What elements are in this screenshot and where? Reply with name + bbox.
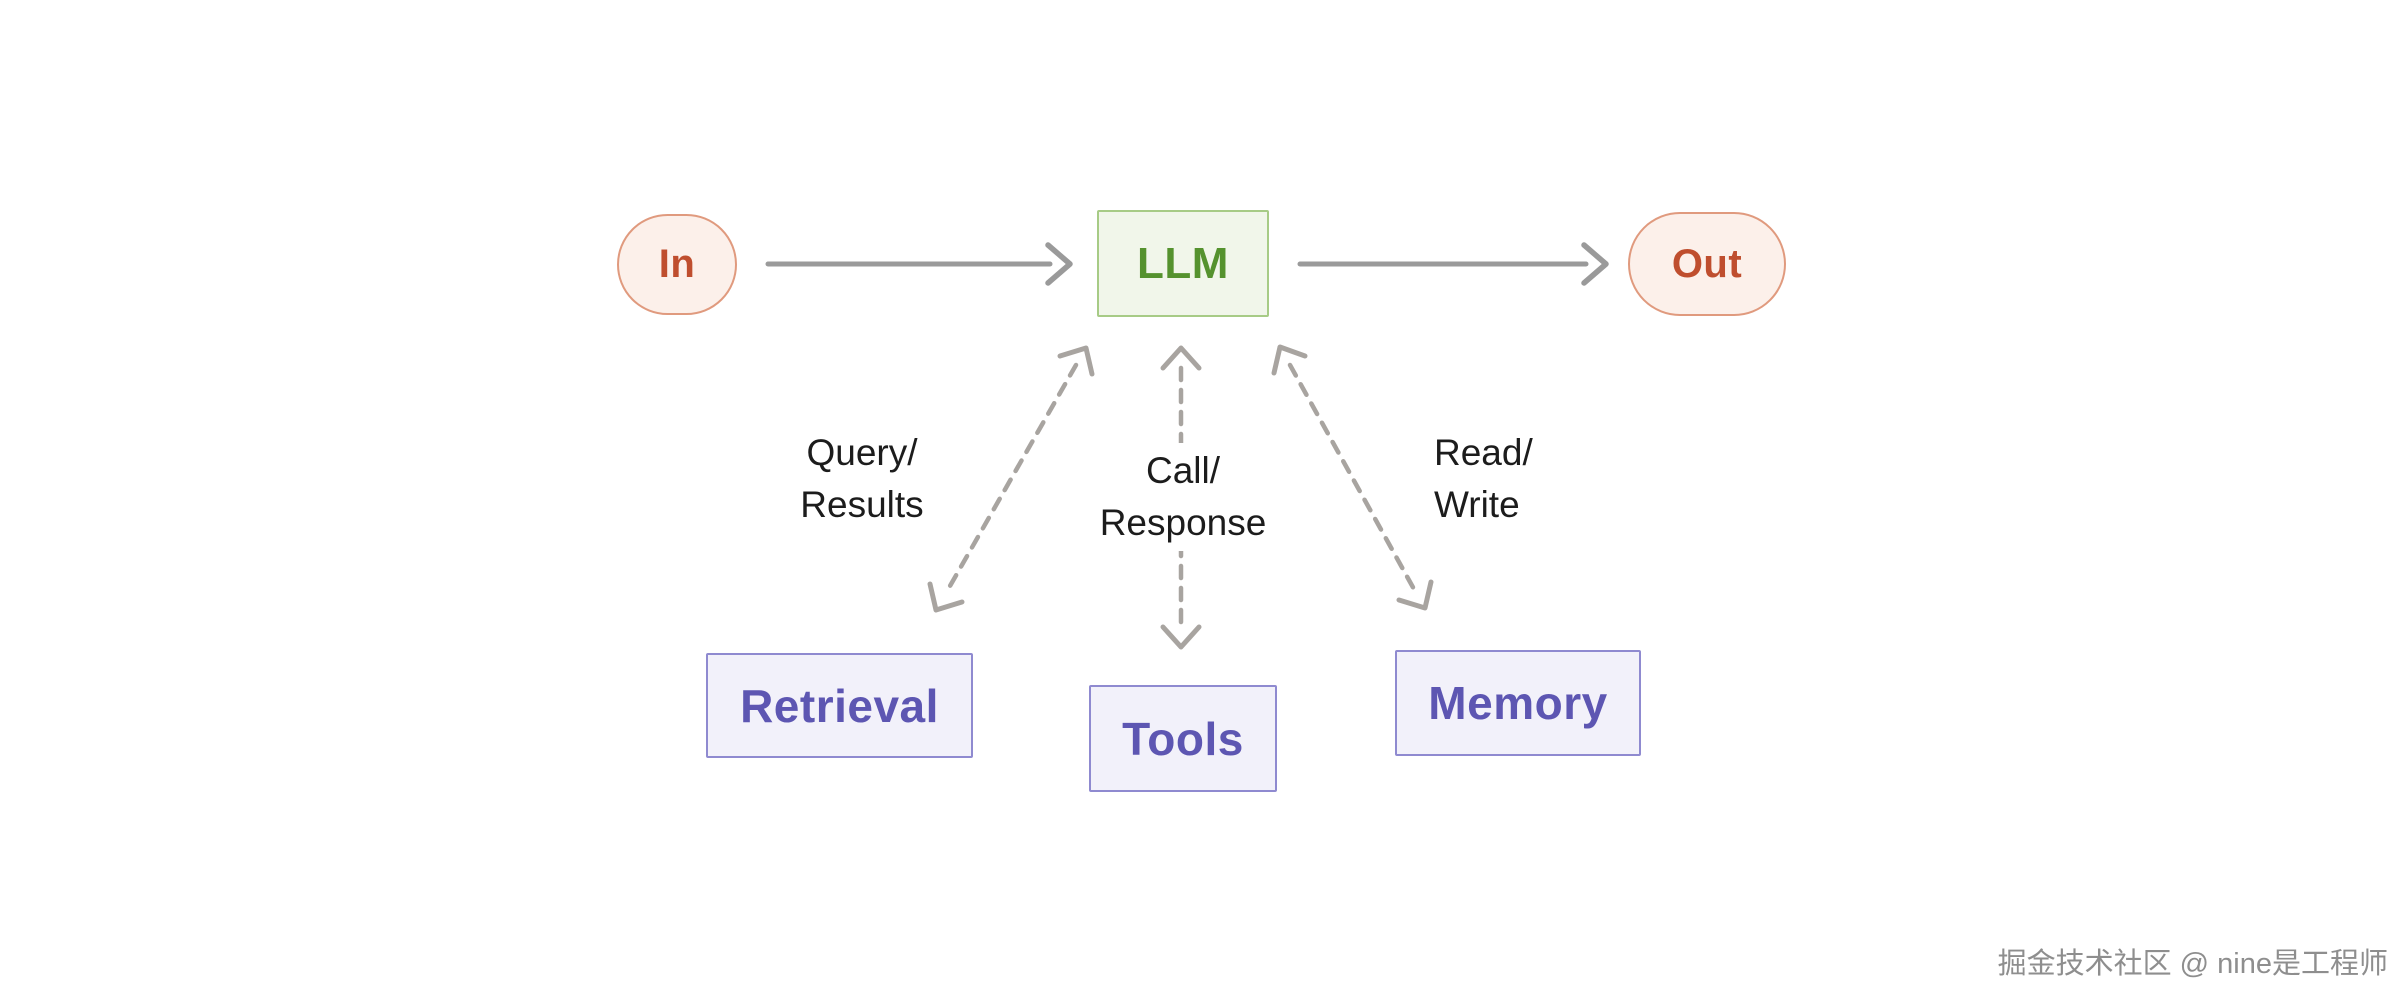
node-tools-label: Tools: [1122, 712, 1244, 765]
edge-label-query-results: Query/ Results: [796, 425, 928, 533]
llm-to-out-arrow: [1297, 242, 1609, 286]
node-in-label: In: [658, 242, 696, 286]
call-label-line2: Response: [1099, 502, 1267, 543]
read-label-line2: Write: [1434, 484, 1520, 525]
llm-retrieval-dashed-arrow: [927, 345, 1095, 613]
node-in: In: [617, 214, 737, 315]
node-llm: LLM: [1097, 210, 1269, 317]
in-to-llm-arrow: [765, 242, 1073, 286]
node-tools: Tools: [1089, 685, 1277, 792]
node-llm-label: LLM: [1137, 238, 1229, 288]
llm-memory-dashed-arrow: [1271, 344, 1434, 611]
query-label-line2: Results: [800, 484, 924, 525]
node-retrieval-label: Retrieval: [740, 679, 939, 732]
read-label-line1: Read/: [1434, 432, 1533, 473]
node-retrieval: Retrieval: [706, 653, 973, 758]
node-memory-label: Memory: [1428, 677, 1608, 729]
node-out: Out: [1628, 212, 1786, 316]
llm-tools-dashed-arrow: [1160, 345, 1202, 650]
node-memory: Memory: [1395, 650, 1641, 756]
call-label-line1: Call/: [1145, 450, 1221, 491]
node-out-label: Out: [1671, 241, 1743, 286]
edge-label-read-write: Read/ Write: [1430, 425, 1537, 533]
query-label-line1: Query/: [806, 432, 918, 473]
edge-label-call-response: Call/ Response: [1095, 443, 1271, 551]
watermark-text: 掘金技术社区 @ nine是工程师: [1997, 948, 2388, 980]
